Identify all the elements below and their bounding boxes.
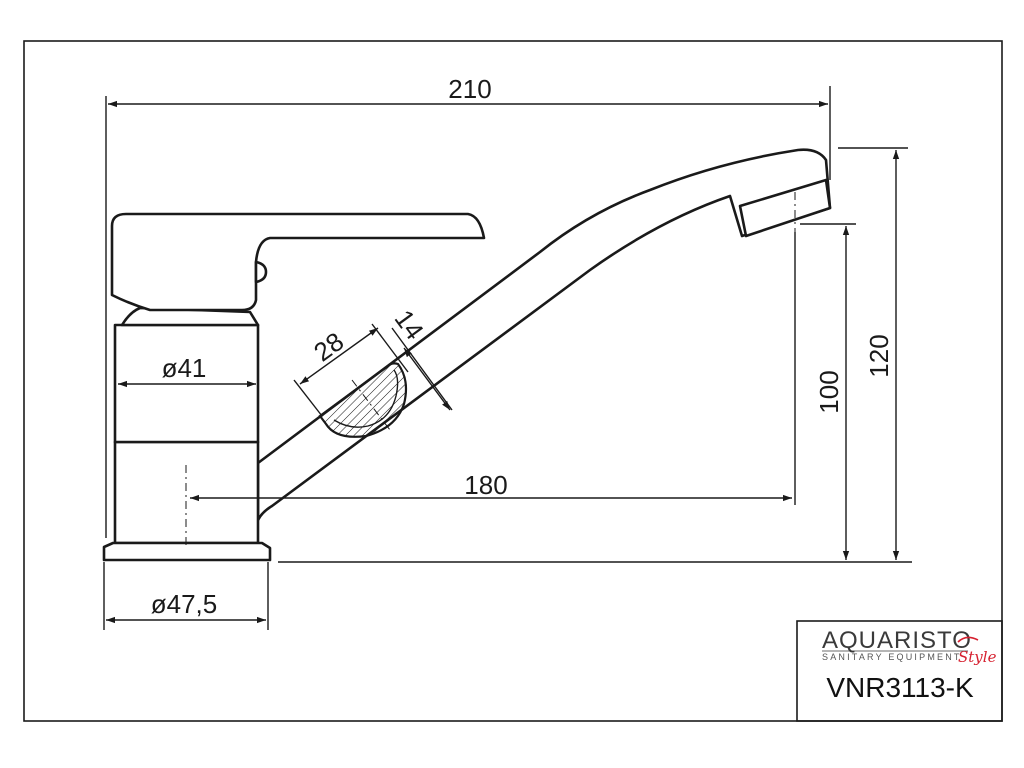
dim-line-14 <box>403 347 451 411</box>
dim-body-diameter: ø41 <box>162 353 207 383</box>
dimension-lines <box>106 100 900 624</box>
handle-knob <box>254 260 268 284</box>
base-ring <box>102 541 272 562</box>
dimension-labels: 210 180 ø41 ø47,5 100 120 28 14 <box>151 74 894 619</box>
base-column <box>113 440 260 545</box>
cartridge-cap <box>120 306 260 327</box>
dim-base-diameter: ø47,5 <box>151 589 218 619</box>
dim-section-width: 28 <box>308 326 349 367</box>
dim-total-height: 120 <box>864 334 894 377</box>
title-block <box>796 620 1003 722</box>
dim-total-width: 210 <box>448 74 491 104</box>
faucet-outline <box>102 148 832 562</box>
spout <box>256 148 832 522</box>
model-code: VNR3113-K <box>826 672 974 703</box>
dim-line-28 <box>299 327 379 385</box>
wave-icon <box>957 636 979 643</box>
section-cut <box>318 362 408 438</box>
brand-tagline: SANITARY EQUIPMENT <box>822 652 962 662</box>
drawing-frame <box>23 40 1003 722</box>
dim-outlet-height: 100 <box>814 370 844 413</box>
brand-logo: AQUARISTO SANITARY EQUIPMENT Style <box>822 627 997 666</box>
aerator <box>738 178 832 238</box>
dim-spout-reach: 180 <box>464 470 507 500</box>
brand-name: AQUARISTO <box>822 627 972 654</box>
extension-lines <box>103 86 912 630</box>
handle-lever <box>110 212 486 312</box>
brand-script: Style <box>958 648 997 666</box>
